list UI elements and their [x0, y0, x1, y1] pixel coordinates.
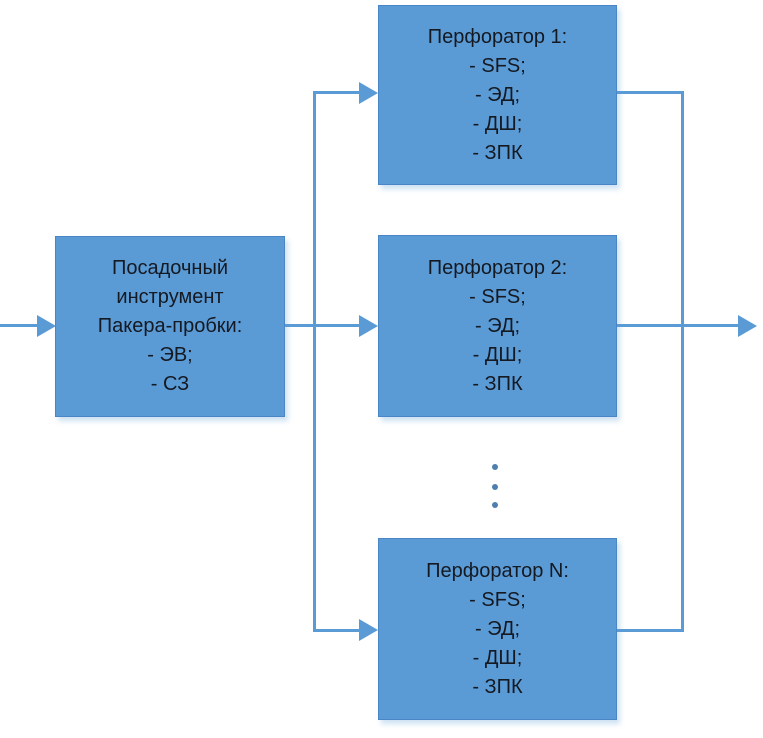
ellipsis-dot — [492, 464, 498, 470]
connector-p1-out — [617, 91, 684, 94]
connector-bottom-branch — [313, 629, 360, 632]
node-text-line: - SFS; — [469, 54, 526, 77]
node-title: Перфоратор 2: — [427, 256, 568, 279]
connector-p2-out — [617, 324, 738, 327]
node-text-line: - ЭД; — [474, 83, 521, 106]
arrowhead-input — [37, 315, 56, 337]
node-text-line: - SFS; — [469, 285, 526, 308]
node-text-line: - ЭВ; — [147, 344, 193, 366]
arrowhead-perforator-2 — [359, 315, 378, 337]
node-text-line: - ЗПК — [472, 675, 523, 698]
node-landing-tool: Посадочный инструмент Пакера-пробки: - Э… — [55, 236, 285, 417]
node-title: Перфоратор N: — [426, 559, 569, 582]
node-text-line: - ЭД; — [474, 617, 521, 640]
node-title: Перфоратор 1: — [427, 25, 568, 48]
arrowhead-output — [738, 315, 757, 337]
arrowhead-perforator-1 — [359, 82, 378, 104]
node-text-line: инструмент — [116, 286, 224, 308]
connector-pn-out — [617, 629, 684, 632]
node-text-line: - ДШ; — [472, 343, 523, 366]
node-perforator-2: Перфоратор 2: - SFS; - ЭД; - ДШ; - ЗПК — [378, 235, 617, 417]
node-text-line: - ЭД; — [474, 314, 521, 337]
node-text-line: - ДШ; — [472, 112, 523, 135]
connector-merge-vertical — [681, 91, 684, 631]
connector-split-vertical — [313, 92, 316, 632]
node-text-line: - SFS; — [469, 588, 526, 611]
connector-top-branch — [313, 91, 360, 94]
connector-input-line — [0, 324, 38, 327]
node-text-line: - ЗПК — [472, 141, 523, 164]
ellipsis-dot — [492, 484, 498, 490]
node-perforator-n: Перфоратор N: - SFS; - ЭД; - ДШ; - ЗПК — [378, 538, 617, 720]
connector-mid-line — [285, 324, 360, 327]
node-text-line: Пакера-пробки: — [97, 315, 243, 337]
node-text-line: - ДШ; — [472, 646, 523, 669]
node-perforator-1: Перфоратор 1: - SFS; - ЭД; - ДШ; - ЗПК — [378, 5, 617, 185]
arrowhead-perforator-n — [359, 619, 378, 641]
node-text-line: - ЗПК — [472, 372, 523, 395]
node-text-line: Посадочный — [112, 257, 228, 279]
ellipsis-dot — [492, 502, 498, 508]
node-text-line: - СЗ — [150, 373, 190, 395]
